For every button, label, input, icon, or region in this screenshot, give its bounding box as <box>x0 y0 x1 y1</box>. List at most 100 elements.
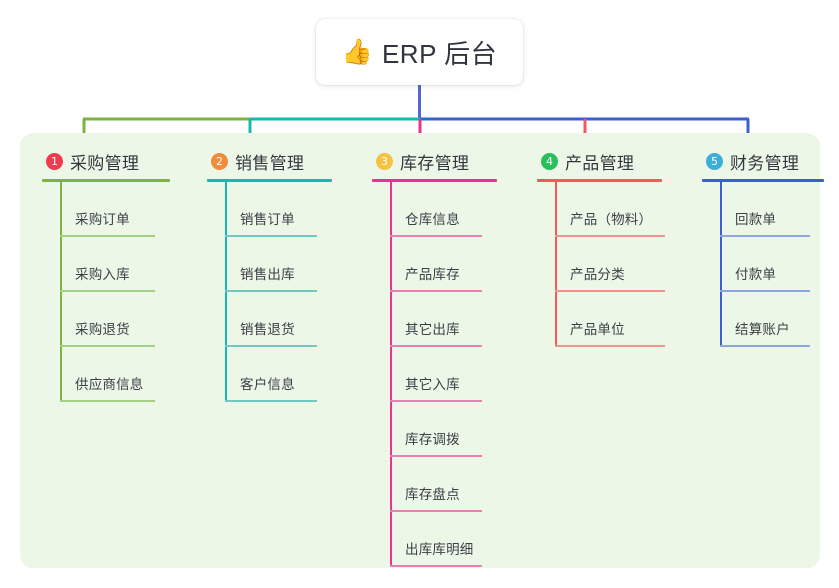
category-badge-2: 2 <box>211 152 228 170</box>
menu-item[interactable]: 产品库存 <box>372 237 497 292</box>
menu-item-rule <box>60 345 155 347</box>
category-header-rule <box>537 179 662 182</box>
menu-item-rule <box>555 290 665 292</box>
menu-item[interactable]: 回款单 <box>702 182 824 237</box>
category-header-5[interactable]: 5 财务管理 <box>702 146 824 176</box>
menu-item-label: 产品分类 <box>570 267 625 282</box>
menu-item-label: 库存盘点 <box>405 487 460 502</box>
menu-item[interactable]: 客户信息 <box>207 347 332 402</box>
category-spine <box>720 182 722 347</box>
category-spine <box>60 182 62 402</box>
menu-item-label: 销售出库 <box>240 267 295 282</box>
category-header-4[interactable]: 4 产品管理 <box>537 146 662 176</box>
category-column-4: 4 产品管理产品（物料） 产品分类产品单位 <box>537 146 665 347</box>
menu-item-rule <box>60 400 155 402</box>
menu-item[interactable]: 销售退货 <box>207 292 332 347</box>
category-spine <box>225 182 227 402</box>
menu-item[interactable]: 库存盘点 <box>372 457 497 512</box>
category-column-5: 5 财务管理回款单付款单结算账户 <box>702 146 824 347</box>
menu-item[interactable]: 产品单位 <box>537 292 665 347</box>
menu-item-label: 其它入库 <box>405 377 460 392</box>
menu-item-rule <box>225 235 317 237</box>
category-title: 采购管理 <box>70 153 140 173</box>
menu-item-rule <box>390 345 482 347</box>
menu-item-rule <box>390 565 482 567</box>
menu-item-rule <box>390 510 482 512</box>
menu-item-label: 销售退货 <box>240 322 295 337</box>
menu-item-rule <box>225 290 317 292</box>
menu-item-rule <box>60 235 155 237</box>
menu-item-rule <box>390 290 482 292</box>
menu-item[interactable]: 采购订单 <box>42 182 170 237</box>
menu-item-rule <box>225 400 317 402</box>
category-badge-5: 5 <box>706 152 723 170</box>
menu-item[interactable]: 库存调拨 <box>372 402 497 457</box>
menu-item-label: 其它出库 <box>405 322 460 337</box>
menu-item-label: 销售订单 <box>240 212 295 227</box>
diagram-panel: 1 采购管理采购订单采购入库采购退货供应商信息 2 销售管理销售订单销售出库销售退货客… <box>20 133 824 568</box>
category-title: 库存管理 <box>400 153 470 173</box>
category-item-list: 采购订单采购入库采购退货供应商信息 <box>42 182 170 402</box>
category-item-list: 回款单付款单结算账户 <box>702 182 824 347</box>
menu-item[interactable]: 采购入库 <box>42 237 170 292</box>
menu-item-label: 付款单 <box>735 267 777 282</box>
menu-item[interactable]: 产品（物料） <box>537 182 665 237</box>
menu-item-rule <box>225 345 317 347</box>
category-title: 销售管理 <box>235 153 305 173</box>
category-title: 财务管理 <box>730 153 800 173</box>
category-spine <box>555 182 557 347</box>
menu-item-label: 库存调拨 <box>405 432 460 447</box>
category-header-3[interactable]: 3 库存管理 <box>372 146 497 176</box>
category-header-rule <box>372 179 497 182</box>
category-header-2[interactable]: 2 销售管理 <box>207 146 332 176</box>
menu-item-rule <box>390 400 482 402</box>
menu-item-rule <box>720 345 810 347</box>
category-badge-3: 3 <box>376 152 393 170</box>
menu-item[interactable]: 销售订单 <box>207 182 332 237</box>
menu-item[interactable]: 仓库信息 <box>372 182 497 237</box>
menu-item-label: 产品库存 <box>405 267 460 282</box>
menu-item[interactable]: 供应商信息 <box>42 347 170 402</box>
category-column-1: 1 采购管理采购订单采购入库采购退货供应商信息 <box>42 146 170 402</box>
category-header-rule <box>42 179 170 182</box>
category-header-1[interactable]: 1 采购管理 <box>42 146 170 176</box>
menu-item-label: 产品单位 <box>570 322 625 337</box>
category-column-2: 2 销售管理销售订单销售出库销售退货客户信息 <box>207 146 332 402</box>
menu-item-label: 结算账户 <box>735 322 790 337</box>
category-header-rule <box>207 179 332 182</box>
category-badge-4: 4 <box>541 152 558 170</box>
category-item-list: 产品（物料） 产品分类产品单位 <box>537 182 665 347</box>
thumbs-up-icon: 👍 <box>341 37 373 66</box>
menu-item-rule <box>60 290 155 292</box>
menu-item[interactable]: 采购退货 <box>42 292 170 347</box>
menu-item-rule <box>720 290 810 292</box>
menu-item-label: 供应商信息 <box>75 377 144 392</box>
category-column-3: 3 库存管理仓库信息产品库存其它出库其它入库库存调拨库存盘点出库库明细 <box>372 146 497 567</box>
menu-item-rule <box>720 235 810 237</box>
menu-item-label: 采购入库 <box>75 267 130 282</box>
menu-item[interactable]: 其它出库 <box>372 292 497 347</box>
menu-item[interactable]: 结算账户 <box>702 292 824 347</box>
menu-item[interactable]: 产品分类 <box>537 237 665 292</box>
menu-item[interactable]: 其它入库 <box>372 347 497 402</box>
menu-item[interactable]: 付款单 <box>702 237 824 292</box>
menu-item-label: 回款单 <box>735 212 777 227</box>
menu-item-rule <box>555 345 665 347</box>
category-badge-1: 1 <box>46 152 63 170</box>
menu-item-label: 采购订单 <box>75 212 130 227</box>
menu-item-label: 仓库信息 <box>405 212 460 227</box>
menu-item[interactable]: 销售出库 <box>207 237 332 292</box>
root-node-label: ERP 后台 <box>381 38 498 69</box>
category-header-rule <box>702 179 824 182</box>
category-title: 产品管理 <box>565 153 635 173</box>
menu-item-rule <box>390 455 482 457</box>
menu-item-label: 采购退货 <box>75 322 130 337</box>
menu-item[interactable]: 出库库明细 <box>372 512 497 567</box>
menu-item-label: 产品（物料） <box>570 212 653 227</box>
menu-item-label: 出库库明细 <box>405 542 474 557</box>
menu-item-label: 客户信息 <box>240 377 295 392</box>
category-item-list: 仓库信息产品库存其它出库其它入库库存调拨库存盘点出库库明细 <box>372 182 497 567</box>
category-spine <box>390 182 392 567</box>
menu-item-rule <box>390 235 482 237</box>
root-node[interactable]: 👍 ERP 后台 <box>316 19 523 85</box>
